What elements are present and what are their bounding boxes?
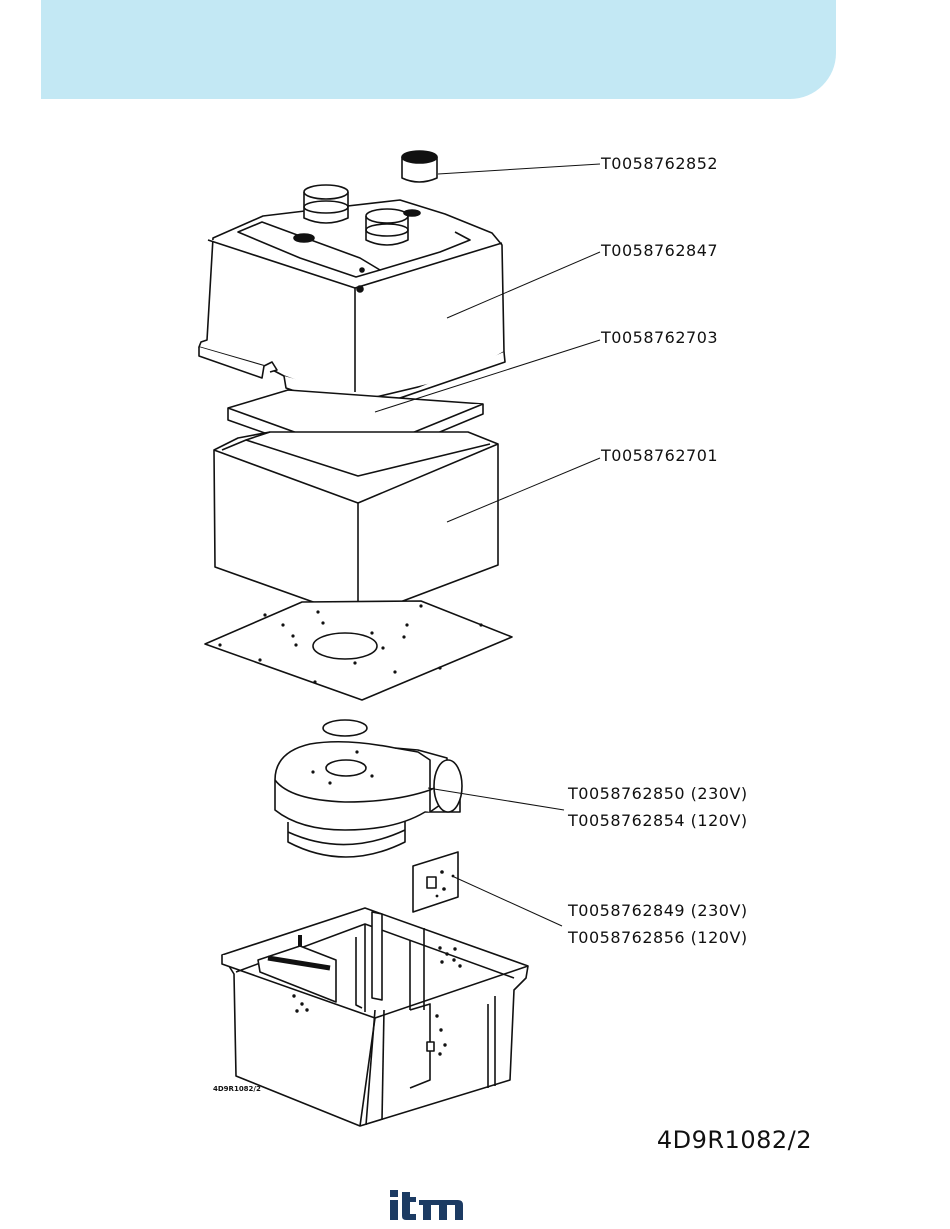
cap-drawing (402, 151, 437, 182)
part-label-top-cover: T0058762847 (601, 241, 718, 261)
itm-logo-icon: itm (390, 1188, 464, 1222)
housing-drawing (222, 908, 528, 1126)
part-label-filter-pad: T0058762703 (601, 328, 718, 348)
part-label-board-230v: T0058762849 (230V) (568, 901, 748, 921)
foam-block-drawing (214, 432, 498, 618)
part-label-cap: T0058762852 (601, 154, 718, 174)
base-plate-drawing (205, 601, 512, 700)
top-cover-drawing (199, 185, 505, 410)
drawing-number: 4D9R1082/2 (657, 1126, 812, 1154)
blower-motor-drawing (275, 742, 462, 857)
part-label-foam-block: T0058762701 (601, 446, 718, 466)
control-board-drawing (413, 852, 458, 912)
part-label-blower-120v: T0058762854 (120V) (568, 811, 748, 831)
part-label-board-120v: T0058762856 (120V) (568, 928, 748, 948)
part-label-blower-230v: T0058762850 (230V) (568, 784, 748, 804)
gasket-ring-drawing (323, 720, 367, 736)
drawing-small-reference: 4D9R1082/2 (213, 1085, 261, 1093)
